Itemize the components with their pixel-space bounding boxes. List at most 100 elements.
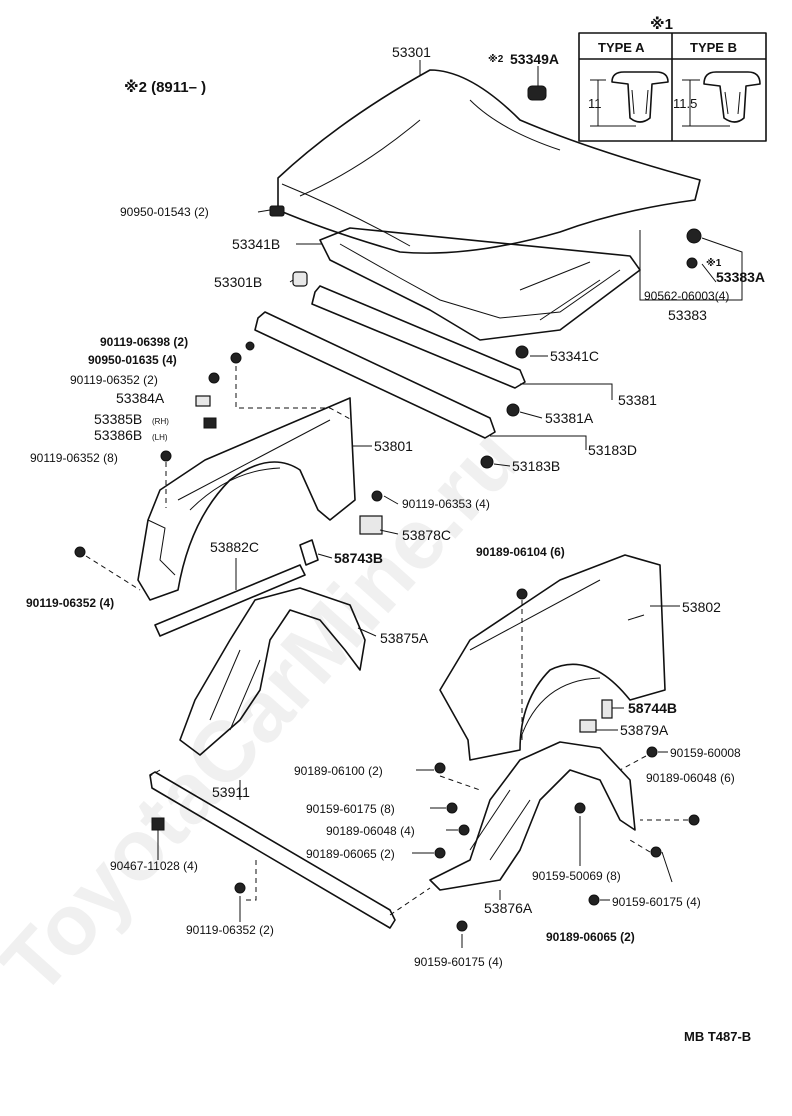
label-90950-01635: 90950-01635 (4) [88,353,177,367]
label-90189-06065a: 90189-06065 (2) [306,847,395,861]
label-53341b: 53341B [232,236,280,252]
label-90119-06353: 90119-06353 (4) [402,497,490,511]
bolt-90119-06352-2-icon [234,882,246,894]
label-90189-06048a: 90189-06048 (6) [646,771,735,785]
clip-53383a-icon [686,228,702,244]
fender-seal-53882c [154,564,306,637]
label-53183b: 53183B [512,458,560,474]
label-58744b: 58744B [628,700,677,716]
screw-90159-50069-icon [574,802,586,814]
clip-90189-06048-6-icon [688,814,700,826]
label-90159-50069: 90159-50069 (8) [532,869,621,883]
label-53381: 53381 [618,392,657,408]
label-90467: 90467-11028 (4) [110,859,198,873]
label-90189-06100: 90189-06100 (2) [294,764,383,778]
clip-type-table: ※1 TYPE A TYPE B 11 11.5 [578,15,767,142]
clip-53381a-icon [506,403,520,417]
note-2-label: ※2 (8911– ) [124,78,206,96]
type-b-dimension: 11.5 [673,96,697,111]
label-53383: 53383 [668,307,707,323]
label-53385b: 53385B [94,411,142,427]
label-90119-06352a: 90119-06352 (2) [70,373,158,387]
bolt-90119-06398-icon [245,341,255,351]
cushion-53301b-icon [292,271,308,287]
label-53878c: 53878C [402,527,451,543]
lower-cover-53911 [149,771,396,929]
label-53882c: 53882C [210,539,259,555]
label-53911: 53911 [212,784,250,800]
label-90189-06104: 90189-06104 (6) [476,545,565,559]
label-53349a-mark: ※2 [488,53,504,65]
label-53341c: 53341C [550,348,599,364]
label-53801: 53801 [374,438,413,454]
front-fender-left [137,397,356,601]
type-b-label: TYPE B [690,40,737,55]
label-90119-06352d: 90119-06352 (2) [186,923,274,937]
type-a-label: TYPE A [598,40,645,55]
label-90159-60008: 90159-60008 [670,746,741,760]
label-53383a: 53383A [716,269,765,285]
label-90189-06065b: 90189-06065 (2) [546,930,635,944]
clip-90467-icon [151,817,165,831]
label-90189-06048b: 90189-06048 (4) [326,824,415,838]
screw-90159-60175-4a-icon [650,846,662,858]
label-90562: 90562-06003(4) [644,289,729,303]
type-a-dimension: 11 [588,96,602,111]
clip-53341c-icon [515,345,529,359]
label-53301b: 53301B [214,274,262,290]
label-90950-01543: 90950-01543 (2) [120,205,209,219]
pad-90950-01543-icon [269,205,285,217]
clip-type-b-shape [703,71,761,123]
clip-90189-06065-2b-icon [588,894,600,906]
clip-90189-06100-icon [434,762,446,774]
hood-seal [311,285,526,389]
label-53879a: 53879A [620,722,669,738]
clip-53183b-icon [480,455,494,469]
clip-90562-icon [686,257,698,269]
label-90159-60175a: 90159-60175 (8) [306,802,395,816]
label-90119-06352c: 90119-06352 (4) [26,596,114,610]
clip-90189-06048-4-icon [458,824,470,836]
label-90119-06352b: 90119-06352 (8) [30,451,118,465]
label-53802: 53802 [682,599,721,615]
label-90119-06398: 90119-06398 (2) [100,335,188,349]
label-53876a: 53876A [484,900,533,916]
label-53301: 53301 [392,44,431,60]
screw-90159-60175-4b-icon [456,920,468,932]
label-53386b-side: (LH) [152,433,168,442]
radiator-support-upper [254,311,496,439]
bolt-90119-06352-icon [208,372,220,384]
assembly-dashed-lines [85,366,688,916]
bracket-53878c-icon [359,515,383,535]
label-53183d: 53183D [588,442,637,458]
fender-liner-right [429,741,636,891]
bolt-90119-06353-icon [371,490,383,502]
clip-type-a-shape [611,71,669,123]
diagram-code: MB T487-B [684,1029,751,1044]
clip-90189-06104-icon [516,588,528,600]
hood-inner-frame [319,227,641,341]
bolt-90119-06352-4-icon [74,546,86,558]
label-90159-60175c: 90159-60175 (4) [414,955,503,969]
bolt-90119-06352-8-icon [160,450,172,462]
label-53384a: 53384A [116,390,165,406]
label-53385b-side: (RH) [152,417,169,426]
leader-lines [157,60,743,948]
screw-90159-60175-8-icon [446,802,458,814]
front-fender-right [439,554,666,761]
label-53383a-mark: ※1 [706,257,722,269]
bracket-53879a-icon [579,719,597,733]
label-53381a: 53381A [545,410,594,426]
part-labels: 53301 ※2 53349A 90950-01543 (2) 53341B ※… [26,44,765,969]
bracket-53384a-icon [195,395,211,407]
label-53349a: 53349A [510,51,559,67]
clip-90950-01635-icon [230,352,242,364]
clip-53349a-icon [527,85,547,101]
label-58743b: 58743B [334,550,383,566]
fender-liner-left [179,587,366,756]
label-90159-60175b: 90159-60175 (4) [612,895,701,909]
cushion-58744b [601,699,613,719]
note-1-mark: ※1 [650,15,673,33]
screw-90159-60008-icon [646,746,658,758]
